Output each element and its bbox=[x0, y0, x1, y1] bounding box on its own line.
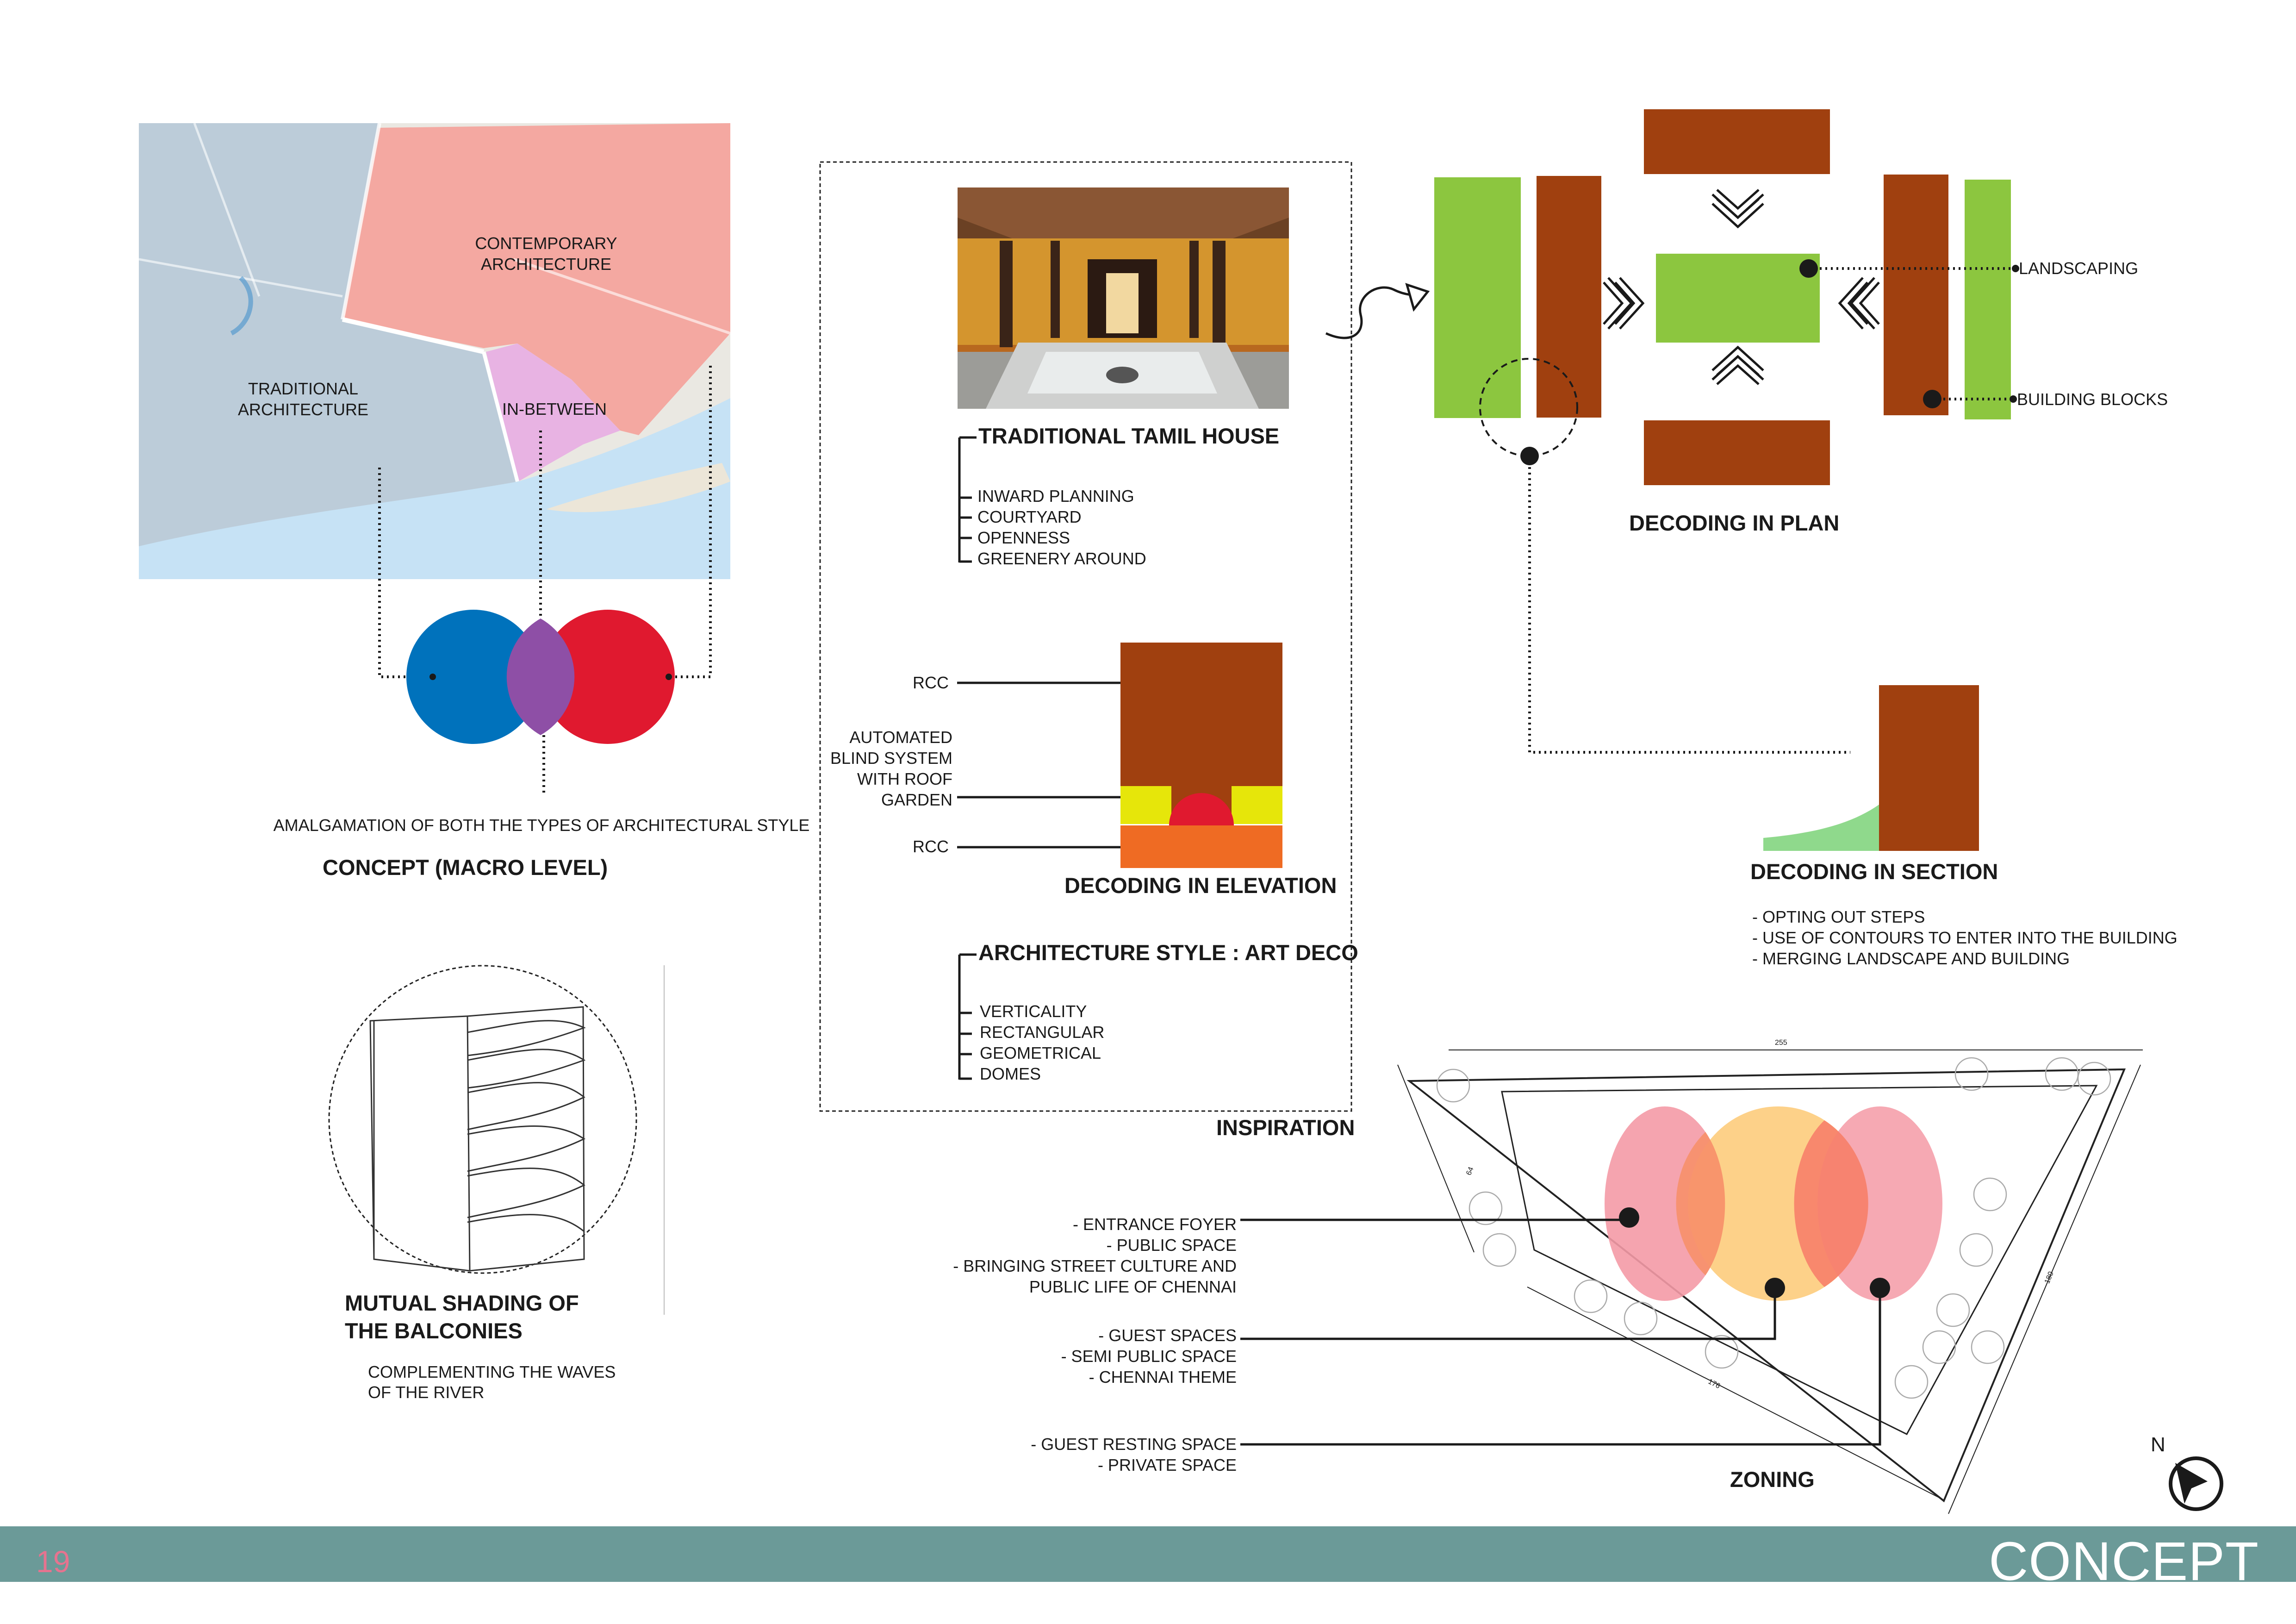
tamil-house-list: INWARD PLANNING COURTYARD OPENNESS GREEN… bbox=[977, 486, 1146, 569]
plan-title: DECODING IN PLAN bbox=[1629, 510, 1839, 536]
plan-label-building-blocks: BUILDING BLOCKS bbox=[2017, 389, 2168, 410]
map-label-contemporary: CONTEMPORARY ARCHITECTURE bbox=[463, 233, 629, 275]
site-map bbox=[139, 123, 730, 579]
elevation-label-rcc-top: RCC bbox=[856, 672, 949, 693]
venn-diagram bbox=[406, 610, 675, 744]
tamil-house-title: TRADITIONAL TAMIL HOUSE bbox=[978, 423, 1279, 449]
balcony-sketch bbox=[329, 965, 664, 1315]
elevation-diagram bbox=[1120, 643, 1282, 868]
section-diagram bbox=[1763, 685, 1979, 851]
list-item: - USE OF CONTOURS TO ENTER INTO THE BUIL… bbox=[1752, 927, 2178, 948]
zoning-title: ZONING bbox=[1730, 1467, 1815, 1492]
swirl-arrow-icon bbox=[1326, 285, 1428, 338]
dim-top: 255 bbox=[1775, 1038, 1787, 1048]
balconies-title: MUTUAL SHADING OF THE BALCONIES bbox=[345, 1289, 622, 1345]
sheet-title: CONCEPT bbox=[1989, 1530, 2259, 1593]
plan-label-landscaping: LANDSCAPING bbox=[2019, 258, 2138, 279]
list-item: GEOMETRICAL bbox=[980, 1043, 1104, 1063]
zoning-group-private: - GUEST RESTING SPACE - PRIVATE SPACE bbox=[879, 1434, 1237, 1475]
art-deco-list: VERTICALITY RECTANGULAR GEOMETRICAL DOME… bbox=[980, 1001, 1104, 1084]
map-label-in-between: IN-BETWEEN bbox=[502, 399, 607, 419]
concept-macro-caption: AMALGAMATION OF BOTH THE TYPES OF ARCHIT… bbox=[218, 815, 865, 836]
section-list: - OPTING OUT STEPS - USE OF CONTOURS TO … bbox=[1752, 906, 2178, 969]
list-item: VERTICALITY bbox=[980, 1001, 1104, 1022]
footer-band bbox=[0, 1526, 2296, 1582]
list-item: - MERGING LANDSCAPE AND BUILDING bbox=[1752, 948, 2178, 969]
concept-macro-title: CONCEPT (MACRO LEVEL) bbox=[323, 855, 608, 880]
list-item: GREENERY AROUND bbox=[977, 548, 1146, 569]
zoning-bubbles bbox=[1605, 1106, 1942, 1301]
list-item: OPENNESS bbox=[977, 527, 1146, 548]
list-item: COURTYARD bbox=[977, 506, 1146, 527]
zoning-group-public: - ENTRANCE FOYER - PUBLIC SPACE - BRINGI… bbox=[879, 1214, 1237, 1297]
list-item: - OPTING OUT STEPS bbox=[1752, 906, 2178, 927]
page-number: 19 bbox=[36, 1544, 70, 1579]
section-title: DECODING IN SECTION bbox=[1750, 859, 1998, 884]
elevation-label-rcc-bottom: RCC bbox=[856, 836, 949, 857]
art-deco-title: ARCHITECTURE STYLE : ART DECO bbox=[978, 940, 1358, 965]
north-label: N bbox=[2151, 1434, 2165, 1455]
list-item: RECTANGULAR bbox=[980, 1022, 1104, 1043]
plan-diagram bbox=[1434, 109, 2011, 485]
north-arrow-icon bbox=[2171, 1458, 2221, 1509]
tamil-house-photo bbox=[958, 187, 1289, 409]
balconies-caption: COMPLEMENTING THE WAVES OF THE RIVER bbox=[368, 1362, 616, 1403]
elevation-title: DECODING IN ELEVATION bbox=[1064, 873, 1337, 898]
elevation-label-blind: AUTOMATED BLIND SYSTEM WITH ROOF GARDEN bbox=[810, 727, 952, 810]
list-item: DOMES bbox=[980, 1063, 1104, 1084]
zoning-group-semi-public: - GUEST SPACES - SEMI PUBLIC SPACE - CHE… bbox=[879, 1325, 1237, 1387]
map-label-traditional: TRADITIONAL ARCHITECTURE bbox=[220, 378, 386, 420]
list-item: INWARD PLANNING bbox=[977, 486, 1146, 506]
inspiration-title: INSPIRATION bbox=[1216, 1115, 1355, 1140]
